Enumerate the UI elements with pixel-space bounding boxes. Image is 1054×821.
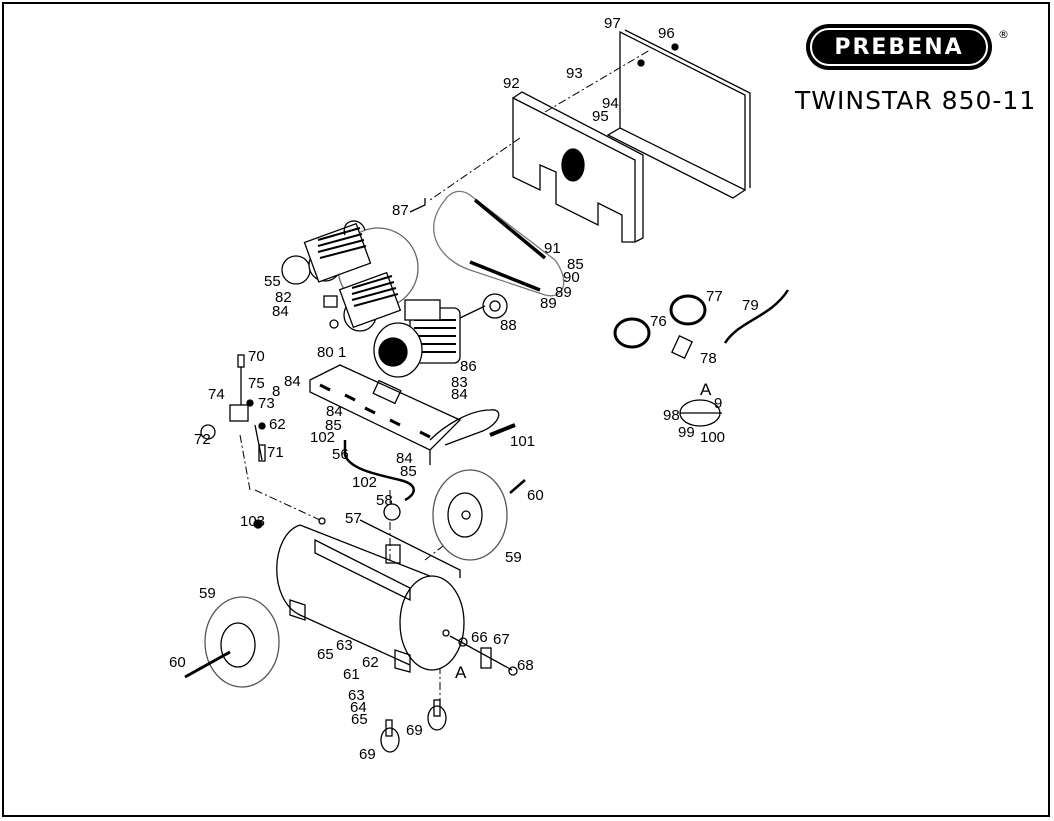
part-label: 8 [272,383,280,400]
registered-mark: ® [998,28,1009,41]
part-label: 102 [352,474,377,491]
part-label: 63 [348,687,365,704]
pressure-switch [200,354,266,462]
part-label: 95 [592,108,609,125]
part-label: 62 [269,416,286,433]
part-label: 65 [351,711,368,728]
part-label: 61 [343,666,360,683]
part-label: 63 [336,637,353,654]
part-label: 93 [566,65,583,82]
electric-motor [373,293,508,378]
part-label: 74 [208,386,225,403]
part-label: 69 [406,722,423,739]
part-label: 9 [714,395,722,412]
part-label: 78 [700,350,717,367]
part-label: 73 [258,395,275,412]
part-label: 97 [604,15,621,32]
part-label: 77 [706,288,723,305]
model-title: TWINSTAR 850-11 [795,86,1037,115]
part-labels: 97 96 93 92 94 95 87 91 85 90 89 89 88 5… [169,15,759,763]
part-label: 57 [345,510,362,527]
part-label: 72 [194,431,211,448]
part-label: 59 [199,585,216,602]
part-label: 85 [400,463,417,480]
delivery-pipe [343,440,415,521]
part-label: 59 [505,549,522,566]
part-label: 67 [493,631,510,648]
part-label: 92 [503,75,520,92]
screw-96 [671,43,679,51]
part-label: 84 [396,450,413,467]
part-label: 68 [517,657,534,674]
part-label: 84 [272,303,289,320]
part-label: 70 [248,348,265,365]
belt-guard-rear-plate [606,29,751,199]
wheel-right [432,469,526,561]
part-label: 82 [275,289,292,306]
part-label: 88 [500,317,517,334]
part-label: 62 [362,654,379,671]
part-label: 89 [540,295,557,312]
part-label: 99 [678,424,695,441]
part-label: 80 [317,344,334,361]
part-label: 100 [700,429,725,446]
wheel-left [184,596,280,688]
brand-logo: PREBENA [806,24,992,70]
part-label: 60 [169,654,186,671]
part-label: 58 [376,492,393,509]
accessories [613,289,790,427]
part-label: 85 [567,256,584,273]
part-label: 56 [332,446,349,463]
part-label: 94 [602,95,619,112]
part-label: 75 [248,375,265,392]
compressor-pump [281,220,419,332]
part-label: 60 [527,487,544,504]
detail-marker-a-tank: A [455,663,467,682]
alignment-lines [239,49,651,700]
castor-right [427,699,447,731]
part-label: 84 [326,403,343,420]
part-label: 66 [471,629,488,646]
air-tank [253,517,465,673]
part-label: 96 [658,25,675,42]
part-label: 84 [284,373,301,390]
belt-guard-front [512,91,644,243]
part-label: 84 [451,386,468,403]
part-label: 91 [544,240,561,257]
part-label: 71 [267,444,284,461]
part-label: 87 [392,202,409,219]
part-label: 103 [240,513,265,530]
part-label: 69 [359,746,376,763]
part-label: 83 [451,374,468,391]
part-label: 65 [317,646,334,663]
part-label: 79 [742,297,759,314]
part-label: 86 [460,358,477,375]
part-label: 1 [338,344,346,361]
outlet-regulator [449,635,518,676]
base-plate [309,364,516,465]
part-label: 76 [650,313,667,330]
part-label: 89 [555,284,572,301]
part-label: 64 [350,699,367,716]
part-label: 90 [563,269,580,286]
castor-left [380,719,400,753]
detail-marker-a: A [700,380,712,399]
part-label: 98 [663,407,680,424]
v-belts [409,190,565,297]
part-label: 101 [510,433,535,450]
brand-logo-text: PREBENA [810,28,988,66]
part-label: 102 [310,429,335,446]
part-label: 55 [264,273,281,290]
part-label: 85 [325,417,342,434]
